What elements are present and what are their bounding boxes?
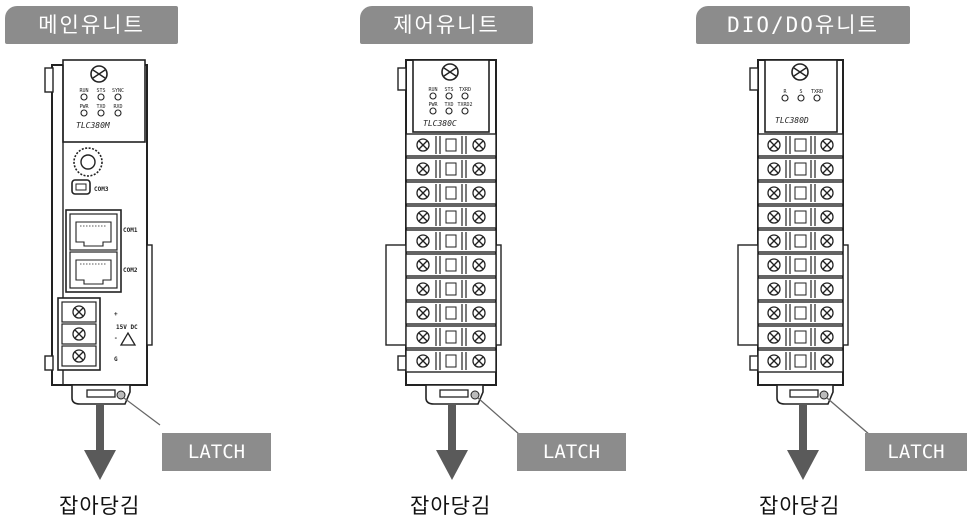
control-led-label-txrd: TXRD	[459, 87, 471, 93]
control-pull-caption: 잡아당김	[410, 494, 492, 518]
main-led-label-sts: STS	[96, 88, 105, 94]
dio-pull-caption: 잡아당김	[759, 494, 841, 518]
main-latch-label: LATCH	[162, 433, 271, 471]
main-led-label-rxd: RXD	[113, 104, 122, 110]
dio-led-label-txrd: TXRD	[811, 89, 823, 95]
control-model-label: TLC380C	[423, 119, 457, 128]
control-unit-body	[385, 59, 521, 480]
control-led-label-pwr: PWR	[428, 102, 438, 108]
main-unit-body	[44, 59, 161, 480]
power-voltage-label: 15V DC	[116, 324, 138, 331]
main-led-label-sync: SYNC	[112, 88, 124, 94]
main-pull-caption: 잡아당김	[59, 494, 141, 518]
control-unit-title: 제어유니트	[360, 6, 533, 44]
com2-label: COM2	[123, 267, 138, 274]
main-led-label-txd: TXD	[96, 104, 105, 110]
control-latch-label: LATCH	[517, 433, 626, 471]
dio-unit-body	[737, 59, 871, 480]
main-unit-title: 메인유니트	[5, 6, 178, 44]
main-led-label-run: RUN	[79, 88, 88, 94]
power-minus-label: -	[114, 335, 118, 342]
dio-led-label-r: R	[783, 89, 787, 95]
main-led-label-pwr: PWR	[79, 104, 89, 110]
control-led-label-txrd2: TXRD2	[457, 102, 472, 108]
dio-latch-label: LATCH	[865, 433, 967, 471]
dio-model-label: TLC380D	[775, 116, 809, 125]
dio-led-label-s: S	[799, 89, 802, 95]
power-plus-label: +	[114, 311, 118, 318]
com3-label: COM3	[94, 186, 109, 193]
control-led-label-sts: STS	[444, 87, 453, 93]
control-led-label-run: RUN	[428, 87, 437, 93]
control-led-label-txd: TXD	[444, 102, 453, 108]
dio-unit-title: DIO/DO유니트	[696, 6, 910, 44]
main-model-label: TLC380M	[76, 121, 111, 130]
com1-label: COM1	[123, 227, 138, 234]
power-ground-label: G	[114, 356, 118, 363]
